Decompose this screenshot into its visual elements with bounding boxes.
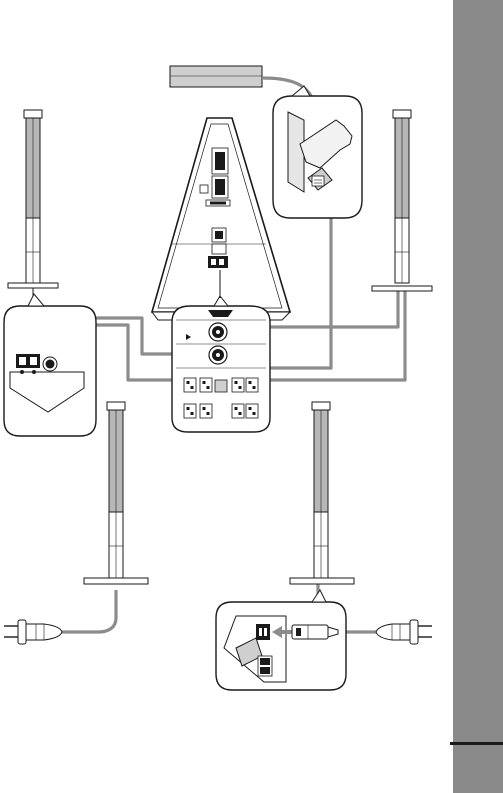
speaker-terminal-callout: [4, 294, 96, 436]
ac-power-plug-right: [376, 620, 432, 644]
fm-antenna: [170, 66, 262, 87]
ac-power-inlet-callout: [216, 590, 346, 690]
antenna-connector-callout: [273, 86, 362, 218]
front-speaker-left: [8, 110, 58, 296]
subwoofer-center-unit: [152, 118, 290, 320]
front-speaker-right: [372, 110, 432, 291]
ac-power-plug-left: [4, 620, 62, 644]
surround-left-power-cable: [62, 590, 116, 632]
surround-speaker-right: [290, 402, 354, 584]
